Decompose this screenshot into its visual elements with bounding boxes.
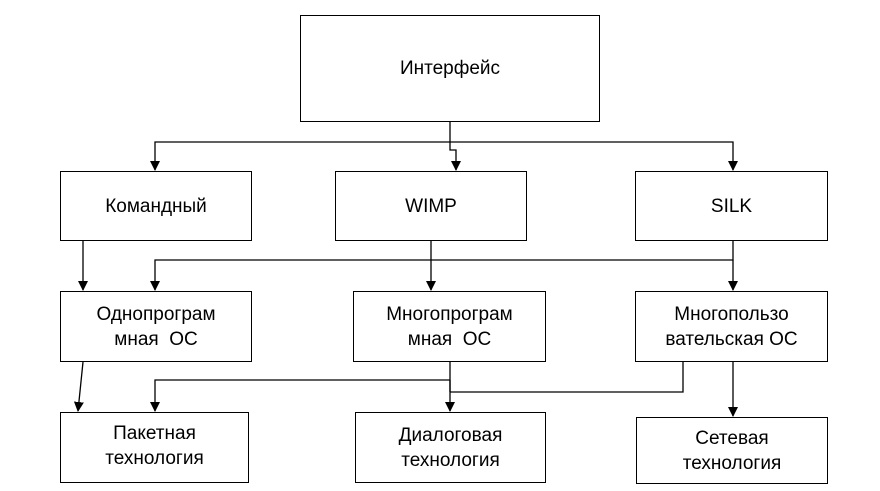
node-silk-line1: SILK <box>710 195 753 217</box>
connector-multi-user-os-to-bus <box>450 362 684 393</box>
connector-single-os-to-batch <box>73 361 84 412</box>
connector-silk-to-single-os <box>150 241 734 291</box>
node-dialog-tech-line2: технология <box>401 449 500 471</box>
node-batch-tech-line2: технология <box>105 448 204 469</box>
connector-interface-to-level2 <box>150 122 451 171</box>
node-multi-program-os-line2: мная ОС <box>407 328 492 350</box>
node-network-tech-line2: технология <box>682 452 782 474</box>
node-multi-user-os-line1: Многопользо <box>674 303 789 325</box>
node-batch-tech: Пакетная технология <box>60 412 249 483</box>
connector-bus-to-batch <box>150 379 450 412</box>
node-single-program-os: Однопрограм мная ОС <box>60 291 252 362</box>
node-multi-user-os: Многопользо вательская ОС <box>635 291 828 362</box>
node-multi-program-os-line1: Многопрограм <box>386 303 513 325</box>
connector-interface-to-silk <box>450 141 738 171</box>
node-wimp: WIMP <box>335 171 527 241</box>
node-interface-line1: Интерфейс <box>399 58 501 79</box>
node-command-line1: Командный <box>105 195 207 217</box>
node-batch-tech-line1: Пакетная <box>113 423 196 444</box>
node-command: Командный <box>60 171 252 241</box>
node-silk: SILK <box>635 171 828 241</box>
node-network-tech: Сетевая технология <box>636 417 828 484</box>
node-interface: Интерфейс <box>300 15 600 122</box>
node-multi-program-os: Многопрограм мная ОС <box>353 291 546 362</box>
connector-interface-to-wimp <box>449 142 461 171</box>
node-dialog-tech-line1: Диалоговая <box>398 424 503 446</box>
node-wimp-line1: WIMP <box>405 195 457 217</box>
node-multi-user-os-line2: вательская ОС <box>665 328 798 350</box>
node-single-program-os-line2: мная ОС <box>114 328 198 350</box>
node-single-program-os-line1: Однопрограм <box>96 303 216 325</box>
node-network-tech-line1: Сетевая <box>695 427 769 449</box>
node-dialog-tech: Диалоговая технология <box>355 412 546 483</box>
